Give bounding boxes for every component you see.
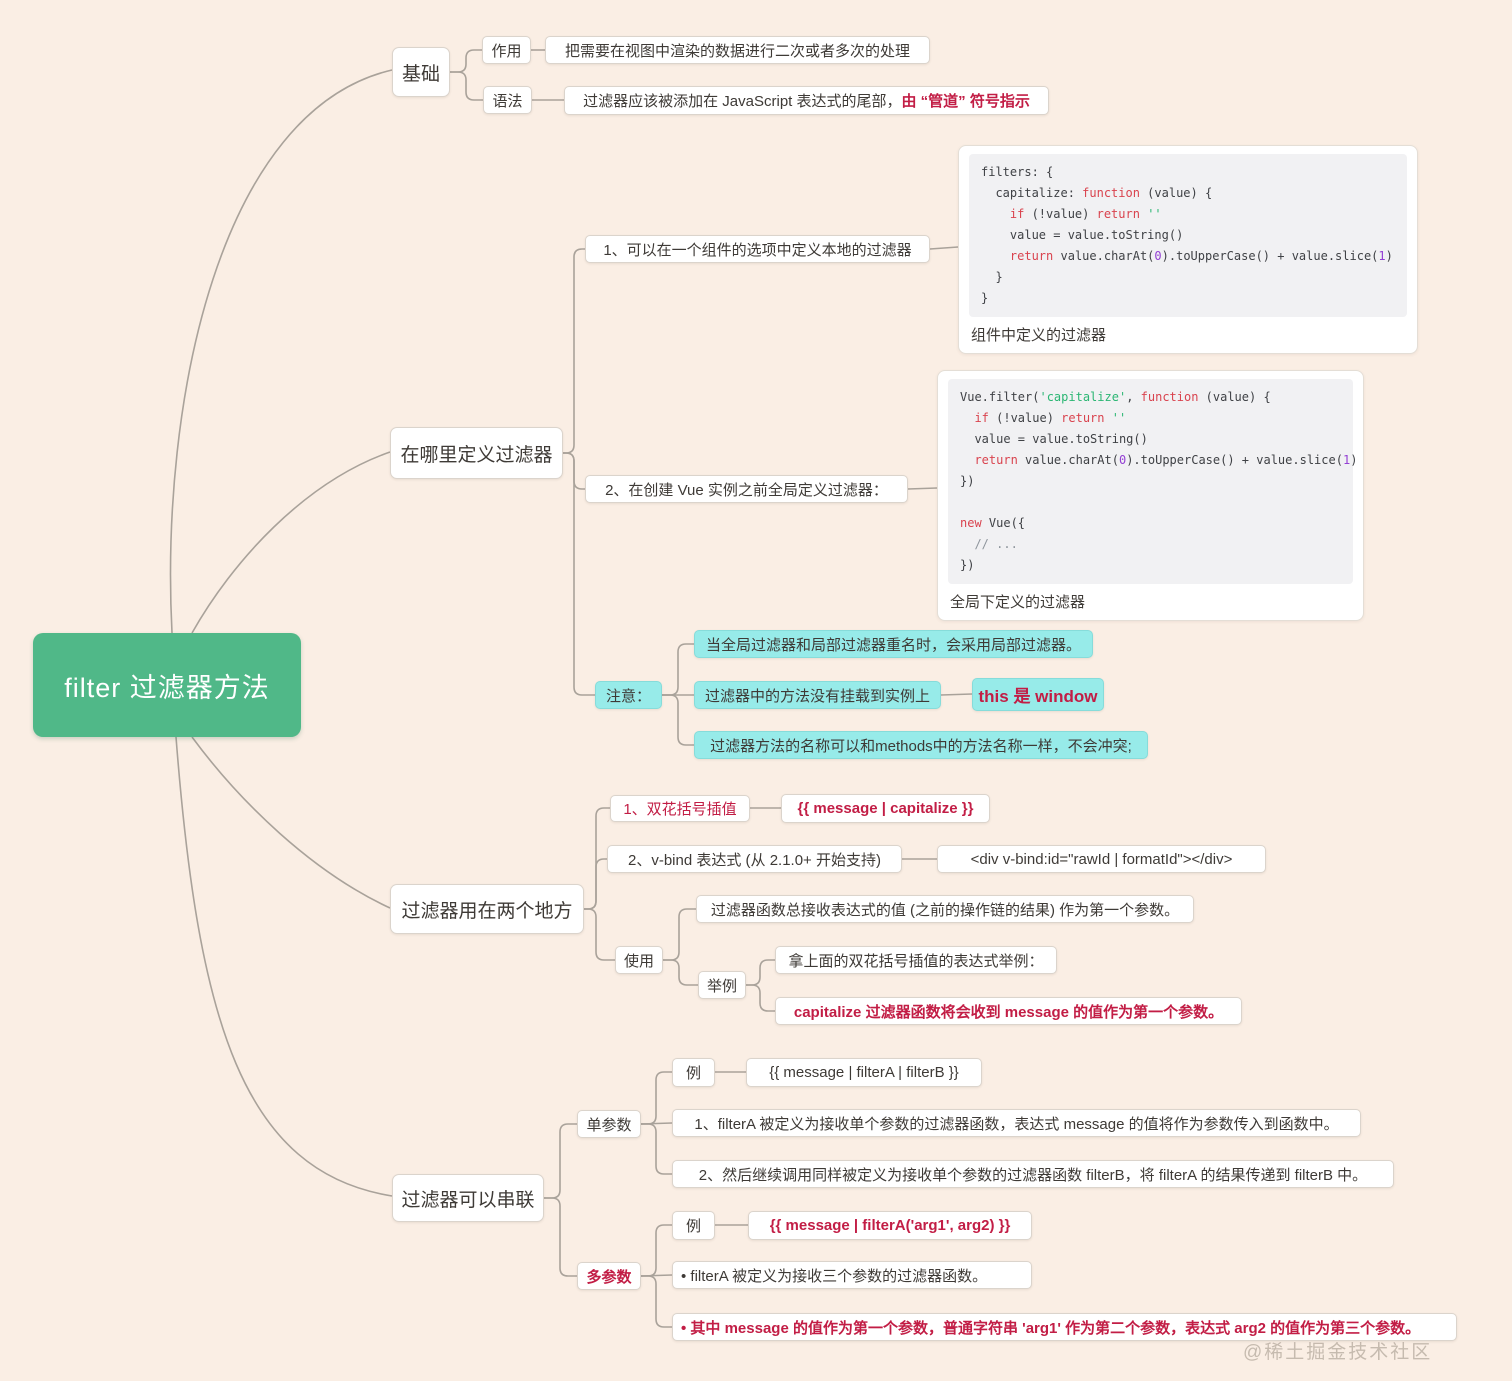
node-single-step2: 2、然后继续调用同样被定义为接收单个参数的过滤器函数 filterB，将 fil… bbox=[672, 1160, 1394, 1188]
node-note-no-instance: 过滤器中的方法没有挂载到实例上 bbox=[694, 681, 941, 709]
node-notes-label: 注意： bbox=[595, 681, 662, 709]
node-place-vbind: 2、v-bind 表达式 (从 2.1.0+ 开始支持) bbox=[607, 845, 902, 873]
watermark: @稀土掘金技术社区 bbox=[1243, 1342, 1433, 1363]
node-use-note: 过滤器函数总接收表达式的值 (之前的操作链的结果) 作为第一个参数。 bbox=[696, 895, 1194, 923]
code-local-filter: filters: { capitalize: function (value) … bbox=[969, 154, 1407, 317]
node-multi-note1: • filterA 被定义为接收三个参数的过滤器函数。 bbox=[672, 1261, 1032, 1289]
root-node: filter 过滤器方法 bbox=[33, 633, 301, 737]
node-single-arg-label: 单参数 bbox=[577, 1110, 641, 1138]
node-multi-arg-label: 多参数 bbox=[577, 1262, 641, 1290]
branch-usage: 过滤器用在两个地方 bbox=[390, 884, 584, 934]
node-place-mustache-example: {{ message | capitalize }} bbox=[781, 794, 990, 823]
branch-chain: 过滤器可以串联 bbox=[392, 1174, 544, 1222]
node-use-label: 使用 bbox=[615, 946, 663, 974]
node-place-vbind-example: <div v-bind:id="rawId | formatId"></div> bbox=[937, 845, 1266, 873]
node-basics-role-label: 作用 bbox=[482, 36, 531, 64]
node-single-example-label: 例 bbox=[672, 1058, 715, 1087]
code-block-local-filter: filters: { capitalize: function (value) … bbox=[958, 145, 1418, 354]
code-caption-local: 组件中定义的过滤器 bbox=[971, 327, 1107, 344]
node-example-note: capitalize 过滤器函数将会收到 message 的值作为第一个参数。 bbox=[775, 997, 1242, 1025]
node-basics-syntax-text: 过滤器应该被添加在 JavaScript 表达式的尾部，由 “管道” 符号指示 bbox=[564, 86, 1049, 115]
node-note-same-name: 过滤器方法的名称可以和methods中的方法名称一样，不会冲突; bbox=[694, 731, 1148, 759]
code-global-filter: Vue.filter('capitalize', function (value… bbox=[948, 379, 1357, 584]
node-multi-note2: • 其中 message 的值作为第一个参数，普通字符串 'arg1' 作为第二… bbox=[672, 1313, 1457, 1341]
code-block-global-filter: Vue.filter('capitalize', function (value… bbox=[937, 370, 1364, 621]
node-note-this-window: this 是 window bbox=[972, 678, 1104, 711]
node-example-intro: 拿上面的双花括号插值的表达式举例： bbox=[775, 946, 1057, 974]
branch-define: 在哪里定义过滤器 bbox=[390, 427, 563, 479]
branch-basics: 基础 bbox=[392, 47, 450, 97]
code-caption-global: 全局下定义的过滤器 bbox=[950, 594, 1086, 611]
node-note-local-priority: 当全局过滤器和局部过滤器重名时，会采用局部过滤器。 bbox=[694, 630, 1093, 658]
node-example-label: 举例 bbox=[698, 971, 746, 999]
node-single-example: {{ message | filterA | filterB }} bbox=[746, 1058, 982, 1087]
node-basics-role-text: 把需要在视图中渲染的数据进行二次或者多次的处理 bbox=[545, 36, 930, 64]
node-basics-syntax-label: 语法 bbox=[483, 86, 532, 114]
node-multi-example-label: 例 bbox=[672, 1211, 715, 1240]
node-define-global-title: 2、在创建 Vue 实例之前全局定义过滤器： bbox=[585, 475, 908, 503]
node-multi-example: {{ message | filterA('arg1', arg2) }} bbox=[748, 1211, 1032, 1240]
node-define-local-title: 1、可以在一个组件的选项中定义本地的过滤器 bbox=[585, 235, 930, 263]
node-single-step1: 1、filterA 被定义为接收单个参数的过滤器函数，表达式 message 的… bbox=[672, 1109, 1361, 1137]
node-place-mustache: 1、双花括号插值 bbox=[610, 795, 750, 822]
